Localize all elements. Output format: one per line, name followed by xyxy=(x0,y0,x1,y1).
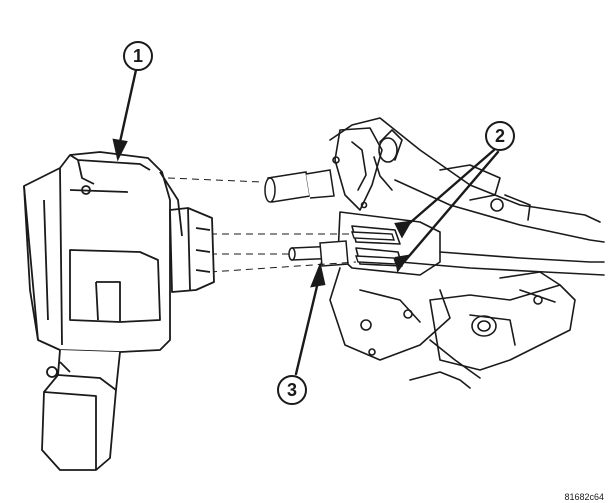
leader-arrows xyxy=(112,68,500,376)
locating-pin xyxy=(288,240,349,267)
callout-2-label: 2 xyxy=(495,126,505,146)
column-stud xyxy=(264,169,335,203)
mounting-slots xyxy=(351,231,397,265)
callout-1-label: 1 xyxy=(133,46,143,66)
callout-1: 1 xyxy=(123,41,153,71)
callout-2: 2 xyxy=(485,121,515,151)
steering-column-assembly xyxy=(329,117,605,389)
callout-3-label: 3 xyxy=(287,380,297,400)
figure-id: 81682c64 xyxy=(564,492,604,502)
callout-3: 3 xyxy=(277,375,307,405)
alignment-lines xyxy=(167,177,357,273)
switch-module xyxy=(23,151,215,471)
